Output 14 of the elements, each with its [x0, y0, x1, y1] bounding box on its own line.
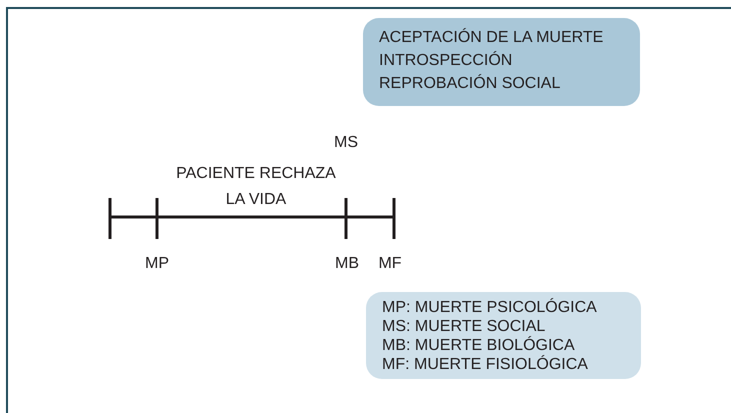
- tick-label: MP: [145, 254, 169, 274]
- tick-label: MF: [378, 254, 402, 274]
- abbreviation-text: MS: MUERTE SOCIAL: [382, 317, 546, 336]
- tick-label: MB: [335, 254, 359, 274]
- info-box: [363, 18, 640, 106]
- term-text: INTROSPECCIÓN: [379, 50, 514, 71]
- key-box: [366, 292, 641, 379]
- term-text: ACEPTACIÓN DE LA MUERTE: [379, 27, 604, 48]
- abbreviation-text: MB: MUERTE BIOLÓGICA: [382, 336, 576, 355]
- period-label: PACIENTE RECHAZA LA VIDA: [175, 164, 337, 210]
- term-text: REPROBACIÓN SOCIAL: [379, 73, 562, 94]
- tick-label: MS: [334, 133, 358, 153]
- abbreviation-text: MP: MUERTE PSICOLÓGICA: [382, 298, 598, 317]
- abbreviation-text: MF: MUERTE FISIOLÓGICA: [382, 355, 589, 374]
